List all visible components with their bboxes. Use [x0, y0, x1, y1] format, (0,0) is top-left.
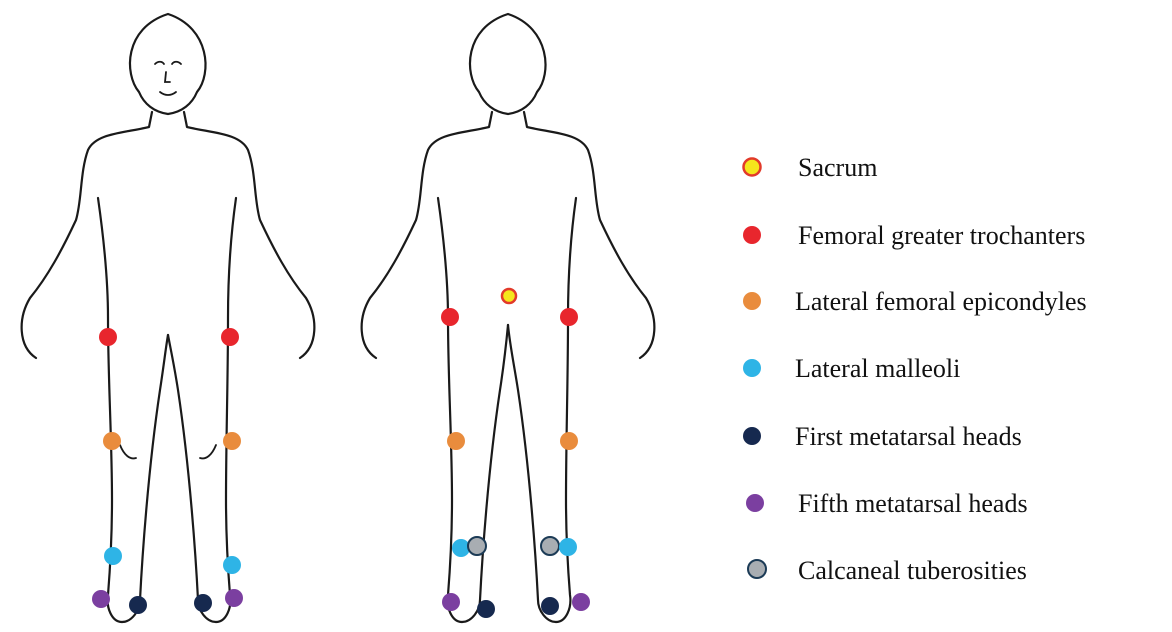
- legend-item-epicondyle: Lateral femoral epicondyles: [743, 287, 1087, 316]
- calcaneal-marker-icon: [748, 560, 766, 578]
- back-view-figure: [362, 14, 655, 622]
- legend-item-sacrum: Sacrum: [744, 153, 878, 182]
- legend-item-malleoli: Lateral malleoli: [743, 354, 960, 383]
- legend-item-meta1: First metatarsal heads: [743, 422, 1022, 451]
- front-epicondyle-marker: [223, 432, 241, 450]
- legend-label-meta1: First metatarsal heads: [795, 422, 1022, 451]
- back-meta1-marker: [541, 597, 559, 615]
- front-epicondyle-marker: [103, 432, 121, 450]
- front-malleoli-marker: [223, 556, 241, 574]
- back-meta1-marker: [477, 600, 495, 618]
- legend-label-epicondyle: Lateral femoral epicondyles: [795, 287, 1087, 316]
- front-meta1-marker: [194, 594, 212, 612]
- front-trochanter-marker: [221, 328, 239, 346]
- legend-item-trochanter: Femoral greater trochanters: [743, 221, 1085, 250]
- legend-label-malleoli: Lateral malleoli: [795, 354, 960, 383]
- legend-label-calcaneal: Calcaneal tuberosities: [798, 556, 1027, 585]
- back-malleoli-marker: [559, 538, 577, 556]
- front-view-figure: [22, 14, 315, 622]
- malleoli-marker-icon: [743, 359, 761, 377]
- front-malleoli-marker: [104, 547, 122, 565]
- back-epicondyle-marker: [447, 432, 465, 450]
- legend-label-meta5: Fifth metatarsal heads: [798, 489, 1028, 518]
- back-calcaneal-marker: [541, 537, 559, 555]
- back-meta5-marker: [572, 593, 590, 611]
- back-meta5-marker: [442, 593, 460, 611]
- legend-label-sacrum: Sacrum: [798, 153, 877, 182]
- trochanter-marker-icon: [743, 226, 761, 244]
- front-trochanter-marker: [99, 328, 117, 346]
- meta1-marker-icon: [743, 427, 761, 445]
- front-meta1-marker: [129, 596, 147, 614]
- front-meta5-marker: [225, 589, 243, 607]
- sacrum-marker-icon: [744, 159, 761, 176]
- back-trochanter-marker: [560, 308, 578, 326]
- epicondyle-marker-icon: [743, 292, 761, 310]
- back-epicondyle-marker: [560, 432, 578, 450]
- meta5-marker-icon: [746, 494, 764, 512]
- legend-item-meta5: Fifth metatarsal heads: [746, 489, 1028, 518]
- back-sacrum-marker: [502, 289, 516, 303]
- legend: Sacrum Femoral greater trochanters Later…: [743, 153, 1087, 585]
- legend-item-calcaneal: Calcaneal tuberosities: [748, 556, 1027, 585]
- back-trochanter-marker: [441, 308, 459, 326]
- front-meta5-marker: [92, 590, 110, 608]
- back-calcaneal-marker: [468, 537, 486, 555]
- legend-label-trochanter: Femoral greater trochanters: [798, 221, 1085, 250]
